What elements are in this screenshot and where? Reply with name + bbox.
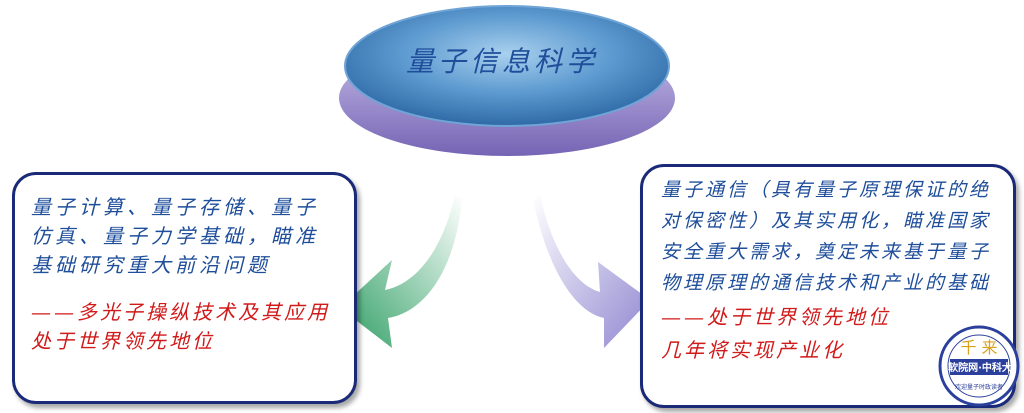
right-highlight-text-2: 几年将实现产业化 (661, 338, 845, 362)
ellipse-top (344, 5, 670, 127)
left-body-text: 量子计算、量子存储、量子仿真、量子力学基础，瞄准基础研究重大前沿问题 (31, 195, 319, 277)
center-title: 量子信息科学 (405, 45, 598, 78)
watermark-text: 软院网·中科大 (948, 363, 1012, 374)
right-highlight-text: ——处于世界领先地位 (661, 305, 891, 329)
svg-text:千 来: 千 来 (960, 338, 997, 357)
svg-text:欢迎量子时政读者: 欢迎量子时政读者 (955, 383, 1003, 391)
right-arrow (533, 195, 650, 348)
watermark-seal-icon: 千 来 欢迎量子时政读者 (938, 325, 1020, 407)
right-content-box: 量子通信（具有量子原理保证的绝对保密性）及其实用化，瞄准国家安全重大需求，奠定未… (640, 164, 1016, 408)
right-body-text: 量子通信（具有量子原理保证的绝对保密性）及其实用化，瞄准国家安全重大需求，奠定未… (661, 179, 992, 294)
left-content-box: 量子计算、量子存储、量子仿真、量子力学基础，瞄准基础研究重大前沿问题 ——多光子… (12, 172, 357, 404)
left-arrow (340, 195, 462, 348)
left-highlight-text: ——多光子操纵技术及其应用处于世界领先地位 (31, 300, 330, 353)
